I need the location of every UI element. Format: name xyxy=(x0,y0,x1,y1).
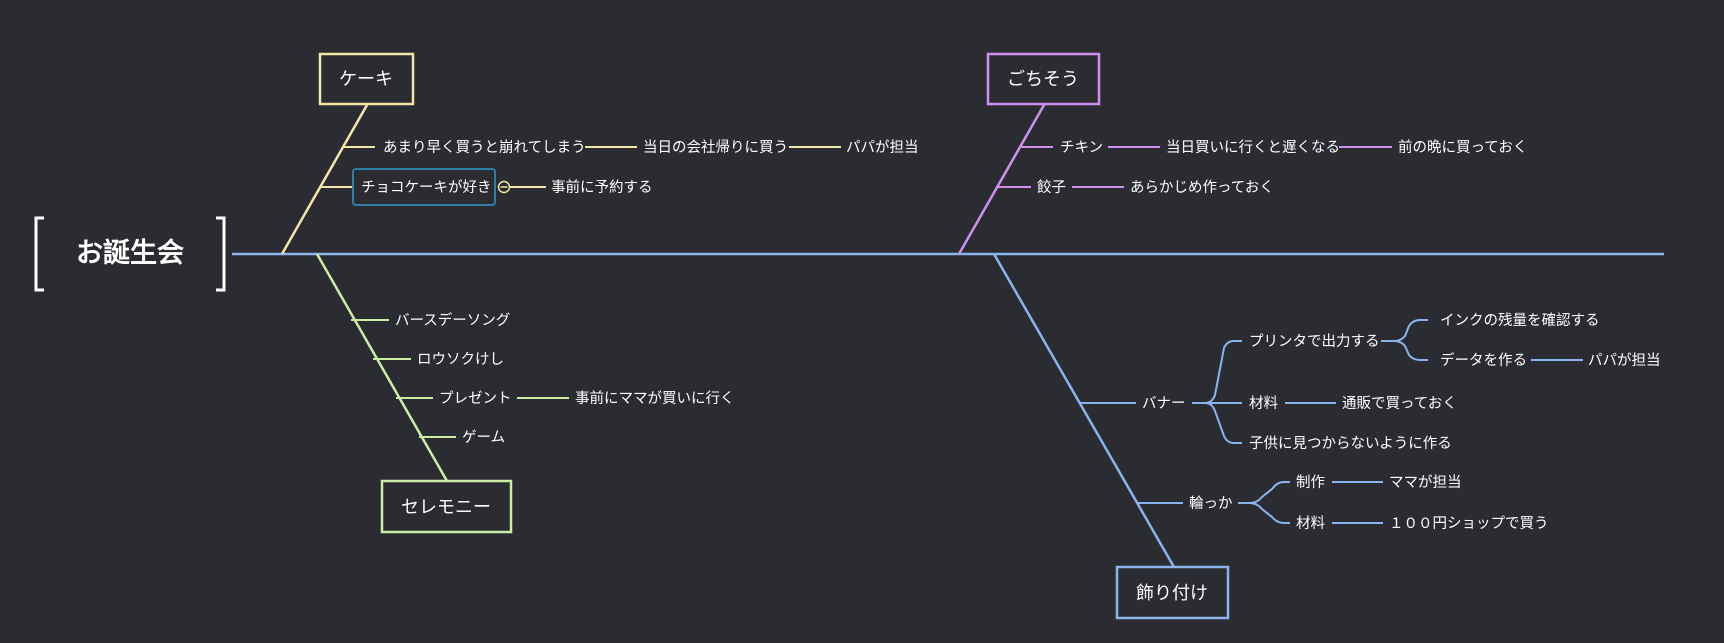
decoration-printer[interactable]: プリンタで出力する xyxy=(1249,333,1380,350)
cake-item-a[interactable]: あまり早く買うと崩れてしまう xyxy=(383,139,586,156)
decoration-data[interactable]: データを作る xyxy=(1440,351,1527,369)
ceremony-item-b[interactable]: ロウソクけし xyxy=(417,351,504,368)
feast-box-frame xyxy=(986,52,1101,106)
decoration-label: 飾り付け xyxy=(1136,583,1208,604)
cake-bone xyxy=(280,104,369,255)
ceremony-box-frame xyxy=(380,479,513,534)
ceremony-item-a[interactable]: バースデーソング xyxy=(395,311,510,329)
feast-label: ごちそう xyxy=(1007,69,1079,90)
branch-feast: ごちそう チキン 当日買いに行くと遅くなる 前の晩に買っておく 餃子 あらかじめ… xyxy=(957,52,1527,255)
cake-item-a2[interactable]: パパが担当 xyxy=(846,139,919,156)
decoration-data-owner[interactable]: パパが担当 xyxy=(1588,352,1661,369)
decoration-ring-material[interactable]: 材料 xyxy=(1296,515,1325,532)
ceremony-bone xyxy=(315,253,449,482)
decoration-ink[interactable]: インクの残量を確認する xyxy=(1440,312,1600,329)
decoration-material-buy[interactable]: 通販で買っておく xyxy=(1342,395,1457,412)
feast-bone xyxy=(957,104,1046,255)
ceremony-item-c[interactable]: プレゼント xyxy=(439,390,512,407)
decoration-box-frame xyxy=(1115,565,1230,620)
feast-item-b1[interactable]: あらかじめ作っておく xyxy=(1130,179,1274,196)
decoration-hide[interactable]: 子供に見つからないように作る xyxy=(1249,435,1452,452)
decoration-shop[interactable]: １００円ショップで買う xyxy=(1389,515,1549,532)
decoration-make-owner[interactable]: ママが担当 xyxy=(1389,474,1462,491)
feast-item-a1[interactable]: 当日買いに行くと遅くなる xyxy=(1166,139,1340,156)
cake-label: ケーキ xyxy=(339,69,393,90)
feast-item-b[interactable]: 餃子 xyxy=(1037,178,1066,196)
title-node[interactable]: お誕生会 xyxy=(34,216,226,292)
banner-fork xyxy=(1192,340,1242,444)
decoration-box[interactable]: 飾り付け xyxy=(1115,565,1230,620)
branch-ceremony: バースデーソング ロウソクけし プレゼント 事前にママが買いに行く ゲーム セレ… xyxy=(315,253,735,534)
ceremony-box[interactable]: セレモニー xyxy=(380,479,513,534)
decoration-material[interactable]: 材料 xyxy=(1249,395,1278,412)
feast-box[interactable]: ごちそう xyxy=(986,52,1101,106)
cake-item-b1[interactable]: 事前に予約する xyxy=(551,179,653,196)
branch-decoration: バナー プリンタで出力する インクの残量を確認する データを作る パパが担当 材… xyxy=(992,253,1661,620)
cake-box[interactable]: ケーキ xyxy=(318,52,415,106)
decoration-banner[interactable]: バナー xyxy=(1142,396,1186,412)
ceremony-item-d[interactable]: ゲーム xyxy=(462,429,505,446)
cake-item-b-selected[interactable]: チョコケーキが好き xyxy=(352,168,496,206)
collapse-toggle[interactable] xyxy=(497,180,511,194)
feast-item-a[interactable]: チキン xyxy=(1060,140,1103,156)
cake-box-frame xyxy=(318,52,415,106)
title-bracket-right xyxy=(216,216,226,292)
ring-fork xyxy=(1238,481,1290,524)
cake-item-b: チョコケーキが好き xyxy=(361,179,492,196)
feast-item-a2[interactable]: 前の晩に買っておく xyxy=(1398,139,1527,156)
cake-item-a1[interactable]: 当日の会社帰りに買う xyxy=(643,138,788,156)
decoration-bone xyxy=(992,253,1176,568)
title-text: お誕生会 xyxy=(76,238,184,269)
decoration-make[interactable]: 制作 xyxy=(1296,474,1325,491)
selection-frame xyxy=(352,168,496,206)
decoration-ring[interactable]: 輪っか xyxy=(1189,495,1233,512)
printer-fork xyxy=(1381,319,1428,361)
branch-cake: ケーキ あまり早く買うと崩れてしまう 当日の会社帰りに買う パパが担当 チョコケ… xyxy=(280,52,919,255)
ceremony-label: セレモニー xyxy=(401,497,491,518)
ceremony-item-c1[interactable]: 事前にママが買いに行く xyxy=(575,390,735,407)
title-bracket-left xyxy=(34,216,44,292)
